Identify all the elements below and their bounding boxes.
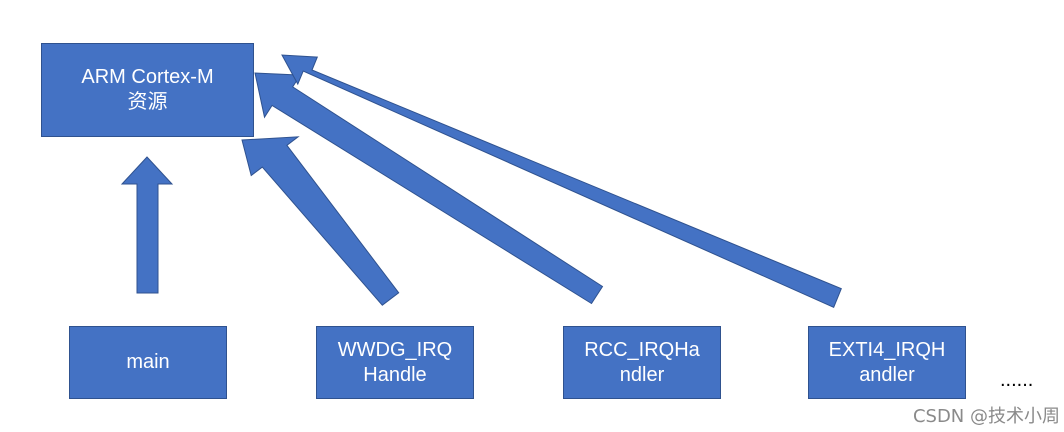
node-rcc-label-line2: ndler: [619, 363, 665, 386]
arrow-wwdg-to-root: [241, 136, 400, 306]
arrow-main-to-root: [120, 156, 174, 294]
node-rcc-irq-handler: RCC_IRQHa ndler: [563, 326, 721, 399]
node-wwdg-label-line2: Handle: [363, 363, 427, 386]
root-node-label-line2: 资源: [127, 91, 168, 113]
node-exti4-irq-handler: EXTI4_IRQH andler: [808, 326, 966, 399]
node-main: main: [69, 326, 227, 399]
node-exti-label-line2: andler: [859, 363, 915, 386]
node-exti-label-line1: EXTI4_IRQH: [828, 338, 946, 361]
node-wwdg-label-line1: WWDG_IRQ: [337, 338, 453, 361]
watermark: CSDN @技术小周: [912, 406, 1060, 427]
node-rcc-label-line1: RCC_IRQHa: [584, 338, 700, 361]
arrow-exti-to-root: [281, 54, 842, 308]
node-main-label: main: [126, 351, 170, 373]
root-node-label-line1: ARM Cortex-M: [81, 66, 214, 88]
more-nodes-ellipsis: ......: [1000, 369, 1034, 391]
node-wwdg-irq-handler: WWDG_IRQ Handle: [316, 326, 474, 399]
root-node-arm-cortex-m: ARM Cortex-M 资源: [41, 43, 254, 137]
arrow-rcc-to-root: [254, 72, 604, 305]
